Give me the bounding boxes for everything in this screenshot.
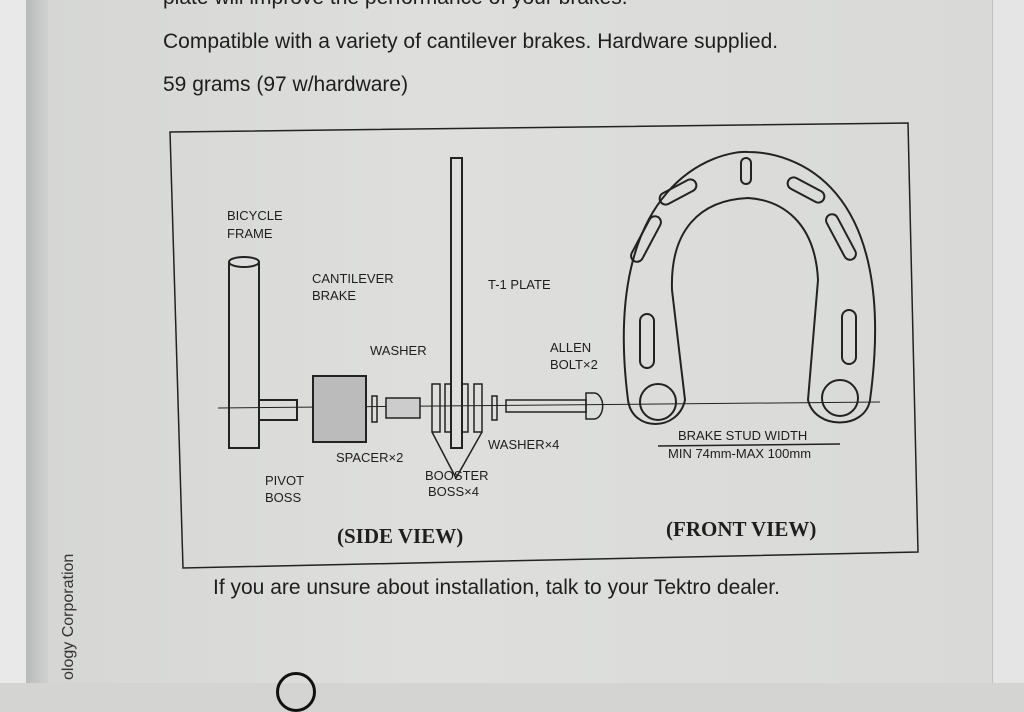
front-view-title: (FRONT VIEW) (666, 517, 816, 541)
diagram-border (169, 122, 919, 569)
bicycle-frame-icon (228, 256, 260, 449)
label-t1-plate: T-1 PLATE (488, 277, 551, 292)
label-booster-2: BOSS×4 (428, 484, 479, 499)
label-bicycle-frame-2: FRAME (227, 226, 273, 241)
spacer-icon (385, 397, 421, 419)
label-stud-width: BRAKE STUD WIDTH (678, 428, 807, 443)
allen-bolt-icon (505, 392, 604, 420)
pivot-boss-icon (258, 399, 298, 421)
t1-plate-icon (450, 157, 463, 449)
right-edge (992, 0, 1024, 683)
label-bicycle-frame: BICYCLE (227, 208, 283, 223)
cantilever-brake-icon (312, 375, 367, 443)
installation-diagram: BICYCLE FRAME CANTILEVER BRAKE WASHER T-… (169, 122, 919, 569)
label-allen: ALLEN (550, 340, 591, 355)
booster-boss-icon (431, 383, 483, 480)
instruction-sheet (48, 0, 992, 683)
washer-icon (371, 395, 378, 423)
cut-off-line: plate will improve the performance of yo… (163, 0, 628, 10)
label-spacer: SPACER×2 (336, 450, 403, 465)
front-view-plate-icon (622, 150, 877, 425)
weight-text: 59 grams (97 w/hardware) (163, 73, 409, 96)
label-cantilever-2: BRAKE (312, 288, 356, 303)
label-allen-2: BOLT×2 (550, 357, 598, 372)
side-view-title: (SIDE VIEW) (337, 524, 463, 548)
label-pivot-2: BOSS (265, 490, 301, 505)
compatibility-text: Compatible with a variety of cantilever … (163, 30, 779, 53)
stud-width-arrow (657, 443, 841, 447)
washer-x4-icon (491, 395, 498, 421)
label-cantilever: CANTILEVER (312, 271, 394, 286)
dealer-note: If you are unsure about installation, ta… (213, 576, 780, 599)
left-edge (0, 0, 26, 683)
label-washer-x4: WASHER×4 (488, 437, 559, 452)
label-pivot: PIVOT (265, 473, 304, 488)
label-booster: BOOSTER (425, 468, 489, 483)
page-shadow (26, 0, 48, 683)
label-stud-range: MIN 74mm-MAX 100mm (668, 446, 811, 461)
label-washer: WASHER (370, 343, 427, 358)
